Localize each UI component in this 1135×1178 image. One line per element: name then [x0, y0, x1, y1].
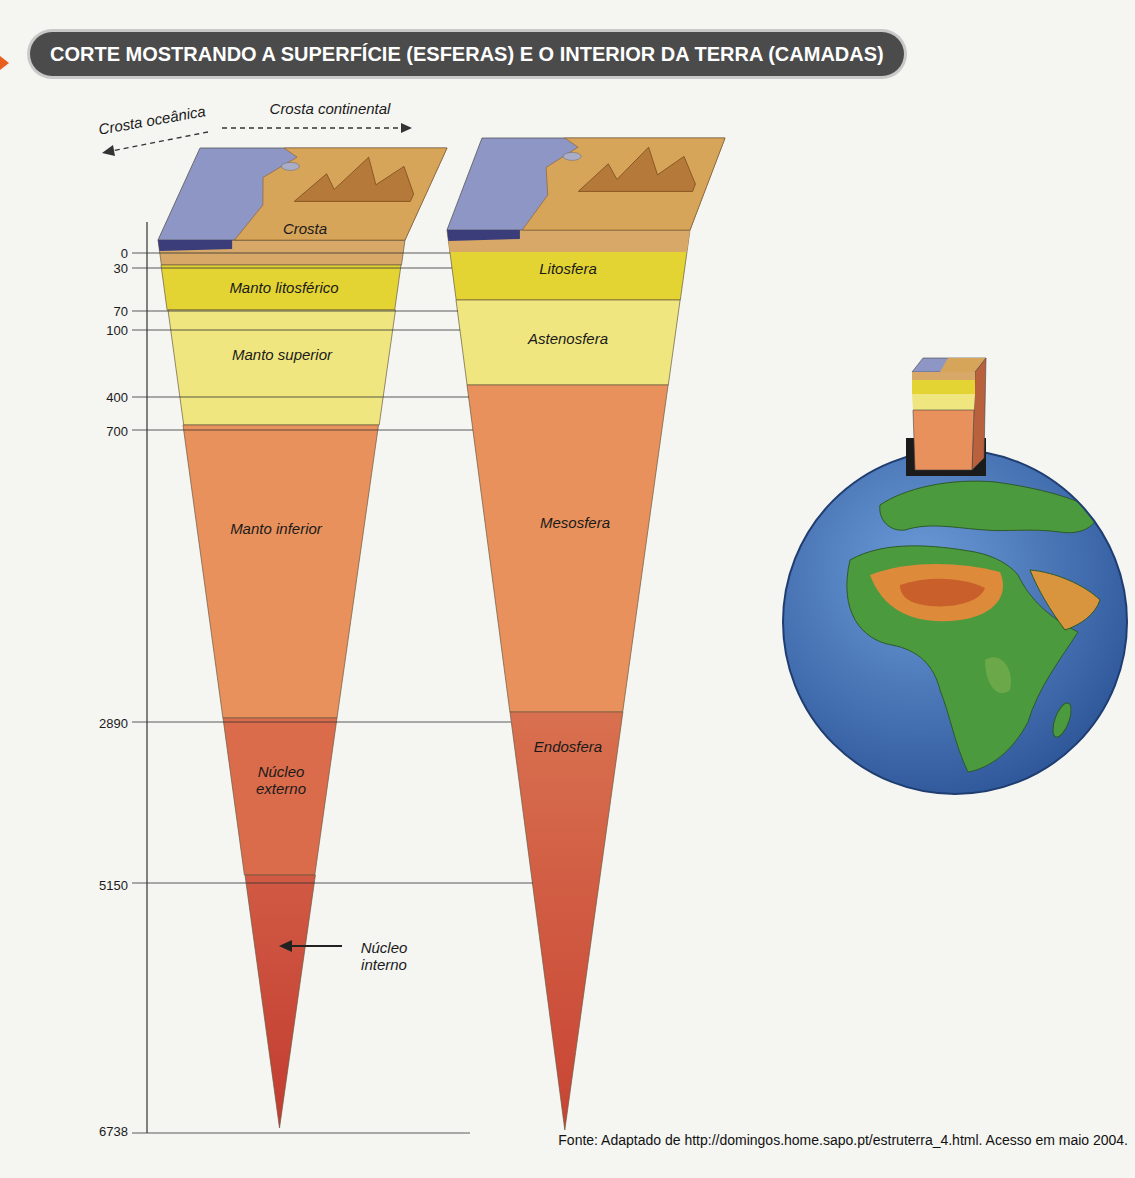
depth-number: 0 — [121, 246, 128, 261]
layer-band: Manto inferior — [183, 425, 379, 718]
layer-label: Manto superior — [232, 346, 332, 363]
continents — [985, 657, 1011, 693]
globe-cutout — [913, 410, 974, 470]
layer-band: Núcleo interno — [245, 875, 315, 1128]
depth-scale-lines — [132, 268, 452, 269]
lithospheric-mantle-band — [161, 265, 401, 310]
crust-band — [158, 148, 447, 265]
mesosphere-band — [467, 385, 668, 712]
upper-mantle-band — [168, 310, 396, 425]
lake — [281, 162, 299, 170]
layer-label: Litosfera — [539, 260, 597, 277]
upper-mantle-band — [168, 310, 396, 425]
layer-label: Endosfera — [534, 738, 602, 755]
inner-core-band — [245, 875, 315, 1128]
asthenosphere-band — [456, 300, 680, 385]
layer-label: Mesosfera — [540, 514, 610, 531]
mountains — [578, 147, 695, 191]
layer-band: Litosfera — [447, 138, 725, 300]
inner-core-leader — [279, 940, 292, 952]
depth-scale-lines — [132, 722, 511, 723]
depth-number: 30 — [114, 261, 128, 276]
continents — [870, 564, 1003, 621]
mountains — [294, 157, 413, 201]
crust-width-arrows — [102, 145, 115, 156]
depth-scale-lines — [132, 311, 458, 312]
lower-mantle-band — [183, 425, 379, 718]
mesosphere-band — [467, 385, 668, 712]
globe-cutout — [906, 358, 986, 476]
continents — [1030, 570, 1100, 630]
crust-strip — [447, 230, 690, 252]
endosphere-band — [510, 712, 623, 1130]
globe-cutout — [912, 358, 986, 372]
depth-number: 70 — [114, 304, 128, 319]
crust-width-arrows — [222, 127, 402, 128]
source-caption: Fonte: Adaptado de http://domingos.home.… — [558, 1132, 1128, 1148]
layer-band: Mesosfera — [467, 385, 668, 712]
depth-scale-lines — [132, 397, 469, 398]
depth-scale-lines — [132, 222, 533, 1133]
lake — [563, 152, 581, 160]
depth-number: 700 — [106, 424, 128, 439]
depth-number: 100 — [106, 323, 128, 338]
depth-scale-lines — [146, 222, 147, 1133]
depth-scale-lines — [132, 430, 473, 431]
continents — [880, 481, 1100, 533]
layer-band: Manto superior — [168, 310, 396, 425]
inner-core-band — [245, 875, 315, 1128]
depth-scale-lines — [132, 883, 533, 884]
globe — [783, 450, 1127, 794]
layer-band: Crosta — [158, 148, 447, 265]
layer-band: Endosfera — [510, 712, 623, 1130]
layer-band: Manto litosférico — [161, 265, 401, 310]
globe-cutout — [912, 394, 975, 410]
layer-label: Manto litosférico — [229, 279, 338, 296]
crust-width-arrows — [401, 123, 412, 133]
endosphere-band — [510, 712, 623, 1130]
depth-scale-lines — [132, 253, 450, 254]
continents — [847, 481, 1100, 772]
layer-label: Núcleo externo — [243, 763, 319, 797]
depth-number: 2890 — [99, 716, 128, 731]
continents — [1049, 701, 1074, 740]
lower-mantle-band — [183, 425, 379, 718]
globe-cutout — [912, 372, 975, 380]
outer-core-band — [223, 718, 337, 875]
title-banner: CORTE MOSTRANDO A SUPERFÍCIE (ESFERAS) E… — [30, 32, 904, 76]
layer-band: Núcleo externo — [223, 718, 337, 875]
globe-outline — [783, 450, 1127, 794]
crust-type-label: Crosta oceânica — [97, 102, 207, 138]
layer-band: Astenosfera — [456, 300, 680, 385]
ocean-surface — [158, 148, 447, 240]
continent-surface — [235, 148, 447, 240]
crust-width-arrows — [112, 132, 208, 151]
inner-core-leader — [290, 945, 342, 947]
depth-scale-lines — [132, 330, 460, 331]
inner-core-leader — [279, 940, 342, 952]
globe-cutout — [912, 380, 975, 394]
layer-label: Astenosfera — [528, 330, 608, 347]
continent-surface — [522, 138, 725, 230]
page-marker — [0, 56, 9, 70]
depth-scale-lines — [132, 1133, 470, 1134]
crust-band — [158, 240, 405, 265]
layer-label: Núcleo interno — [349, 939, 419, 973]
depth-number: 400 — [106, 390, 128, 405]
depth-number: 6738 — [99, 1124, 128, 1139]
ocean-surface — [447, 138, 725, 230]
depth-number: 5150 — [99, 878, 128, 893]
layer-label: Manto inferior — [230, 520, 322, 537]
continents — [900, 579, 985, 607]
globe-ocean — [783, 450, 1127, 794]
lithosphere-band — [447, 230, 690, 300]
oceanic-crust — [447, 230, 520, 241]
layer-label: Crosta — [283, 220, 327, 237]
crust-type-label: Crosta continental — [270, 100, 391, 117]
oceanic-crust — [158, 240, 232, 251]
